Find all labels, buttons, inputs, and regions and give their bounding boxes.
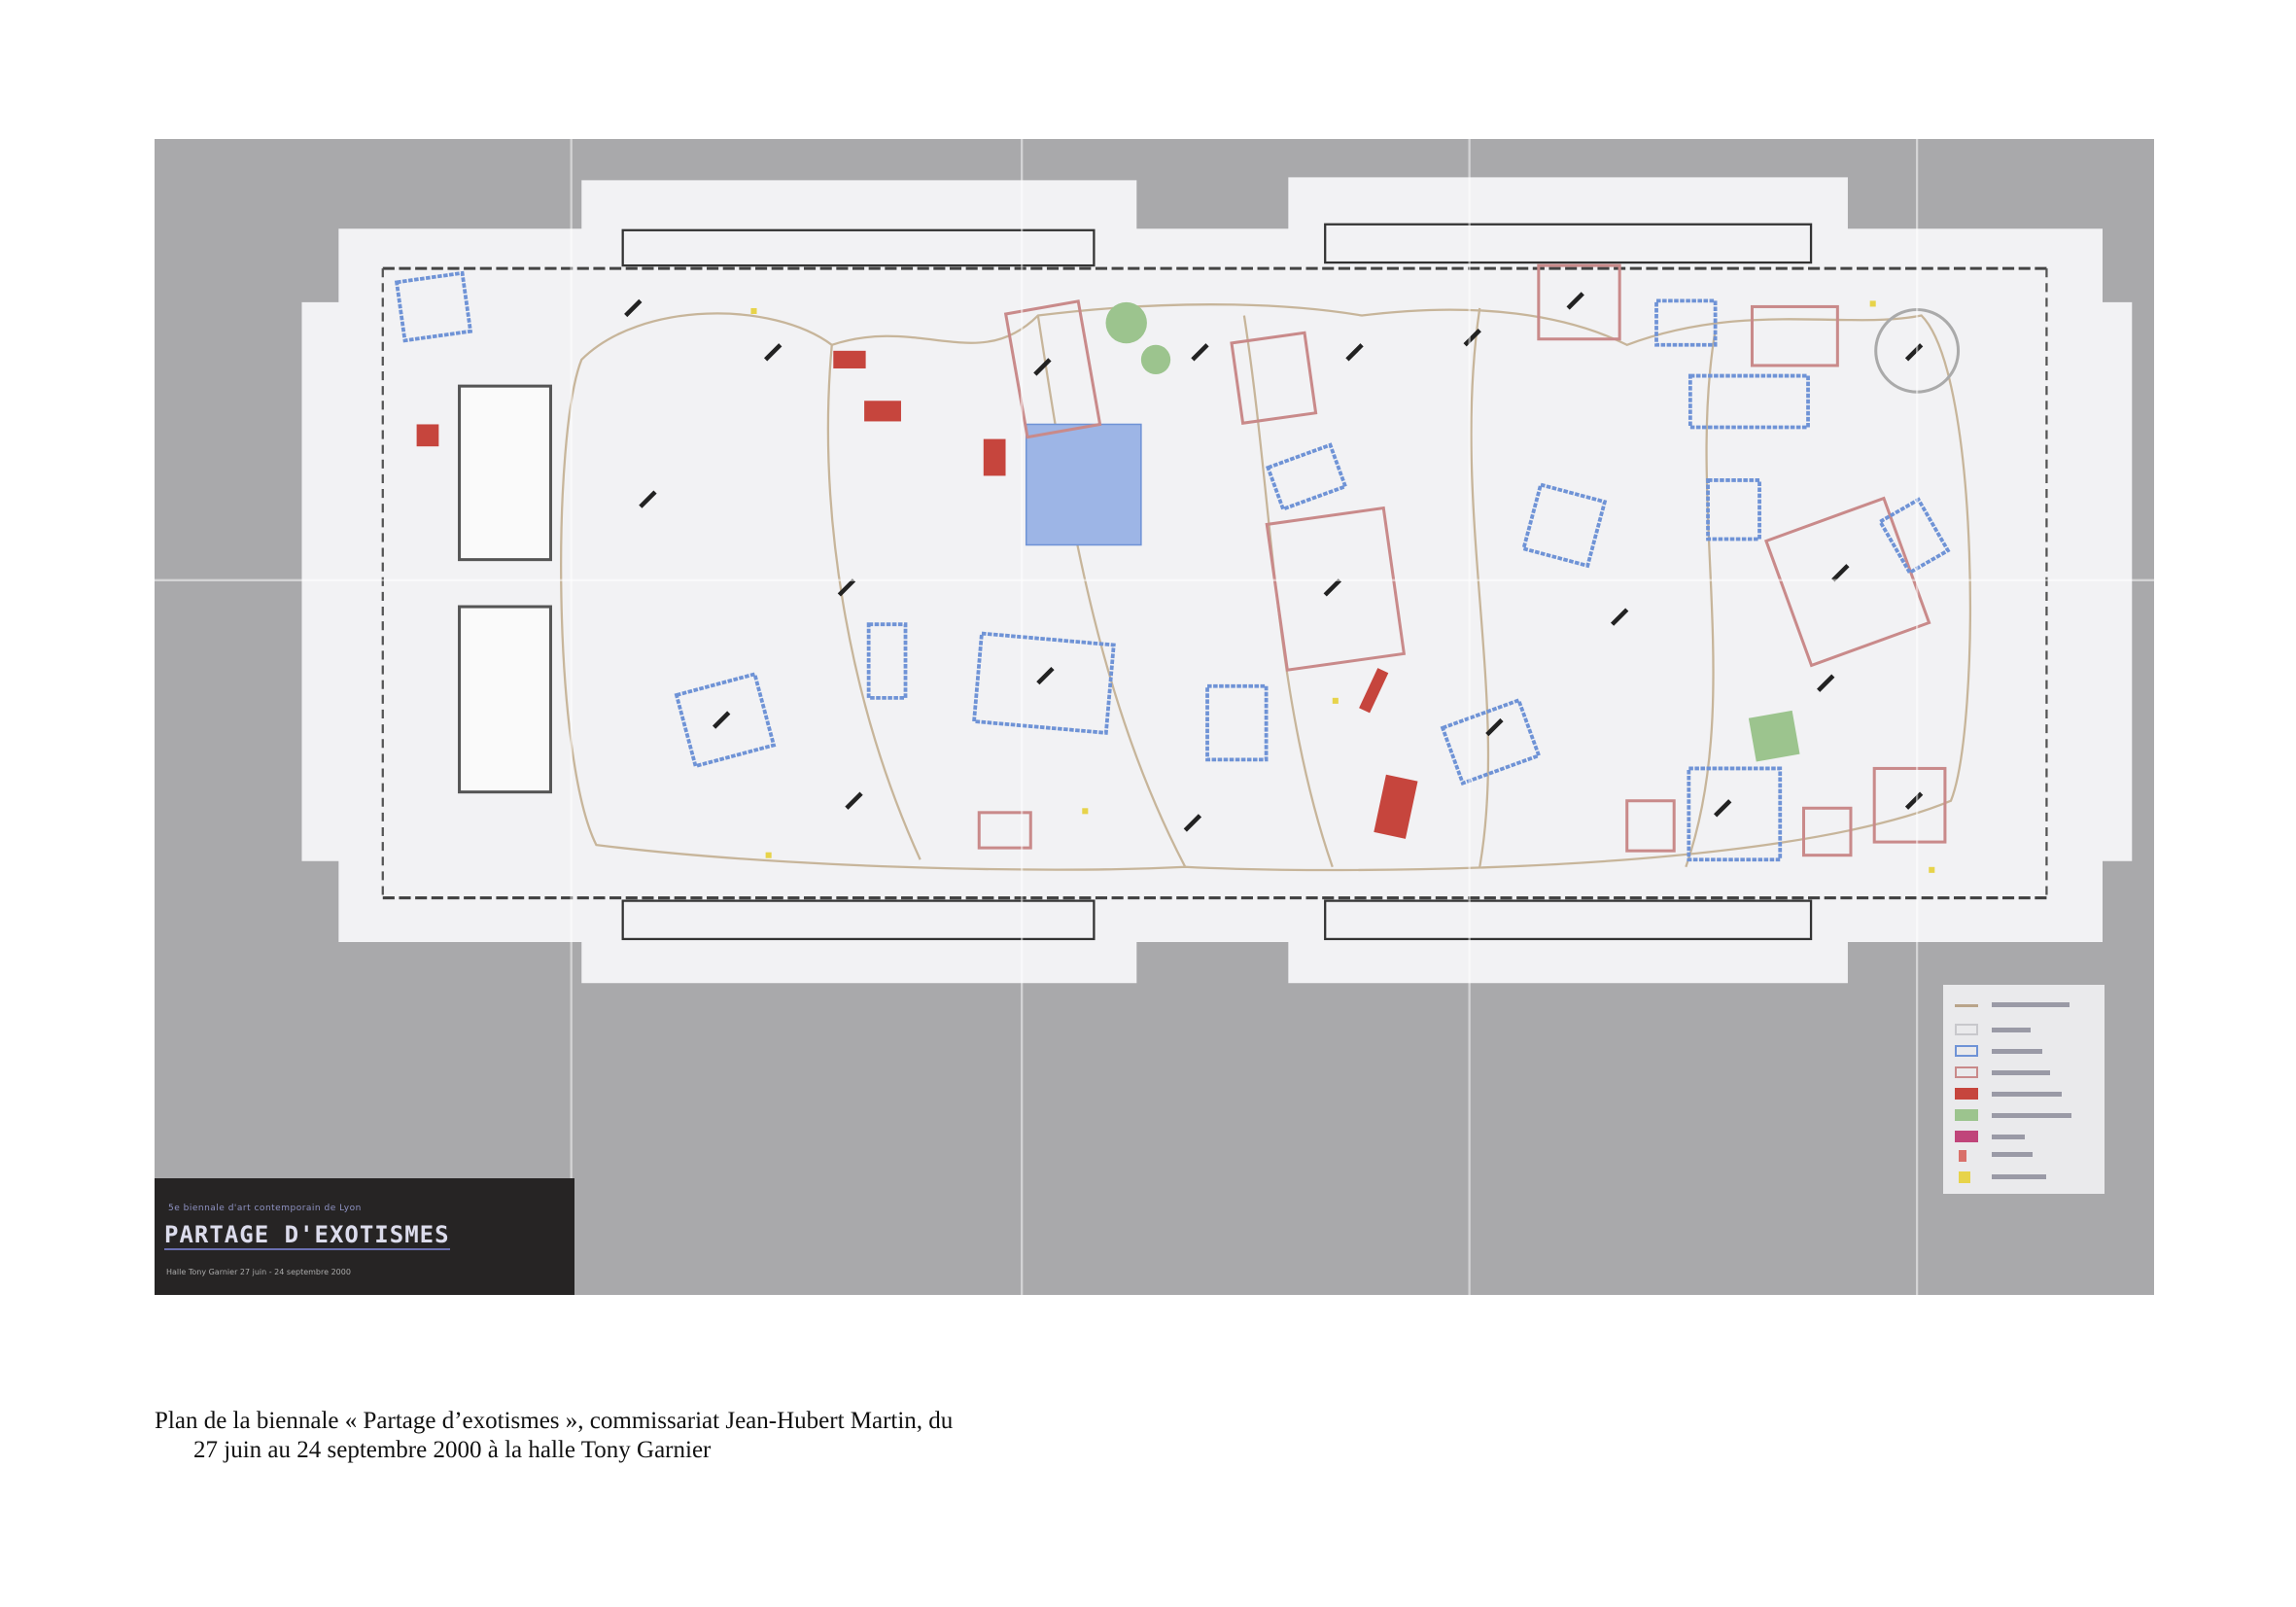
- legend-swatch: [1955, 1045, 1978, 1057]
- brown-rooms: [977, 263, 1947, 857]
- legend-label: [1992, 1070, 2050, 1075]
- caption-line-1: Plan de la biennale « Partage d’exotisme…: [155, 1408, 954, 1434]
- legend-swatch: [1955, 1004, 1978, 1007]
- banner-subtitle: 5e biennale d'art contemporain de Lyon: [168, 1204, 362, 1213]
- legend-swatch: [1955, 1131, 1978, 1142]
- legend-swatch: [1955, 1024, 1978, 1035]
- legend-label: [1992, 1152, 2033, 1157]
- legend-label: [1992, 1049, 2042, 1054]
- banner-dates: Halle Tony Garnier 27 juin - 24 septembr…: [166, 1268, 351, 1276]
- legend-swatch: [1955, 1109, 1978, 1121]
- yellow-markers: [750, 300, 1935, 873]
- floor-plan-photo: 5e biennale d'art contemporain de Lyon P…: [155, 139, 2154, 1295]
- caption-line-2: 27 juin au 24 septembre 2000 à la halle …: [193, 1437, 712, 1463]
- fold-lines: [155, 139, 2154, 1295]
- figure-caption: Plan de la biennale « Partage d’exotisme…: [155, 1407, 953, 1465]
- legend-label: [1992, 1092, 2062, 1097]
- legend-swatch: [1955, 1088, 1978, 1100]
- banner-title: PARTAGE D'EXOTISMES: [164, 1221, 450, 1250]
- label-marks: [624, 292, 1924, 832]
- legend-label: [1992, 1135, 2025, 1139]
- top-bays: [621, 223, 1813, 941]
- exhibition-banner: 5e biennale d'art contemporain de Lyon P…: [155, 1178, 574, 1295]
- legend-label: [1992, 1113, 2071, 1118]
- green-areas: [1105, 301, 1800, 762]
- legend-label: [1992, 1028, 2031, 1032]
- legend-swatch: [1959, 1171, 1970, 1183]
- plan-legend: [1943, 985, 2105, 1194]
- red-stands: [416, 350, 1418, 839]
- boundary-paths: [560, 303, 1972, 872]
- legend-swatch: [1955, 1066, 1978, 1078]
- grid-square: [1025, 423, 1142, 546]
- legend-label: [1992, 1002, 2070, 1007]
- floor-plan-drawing: [155, 139, 2154, 1295]
- left-rooms: [458, 384, 552, 794]
- legend-swatch: [1959, 1150, 1966, 1162]
- legend-label: [1992, 1174, 2046, 1179]
